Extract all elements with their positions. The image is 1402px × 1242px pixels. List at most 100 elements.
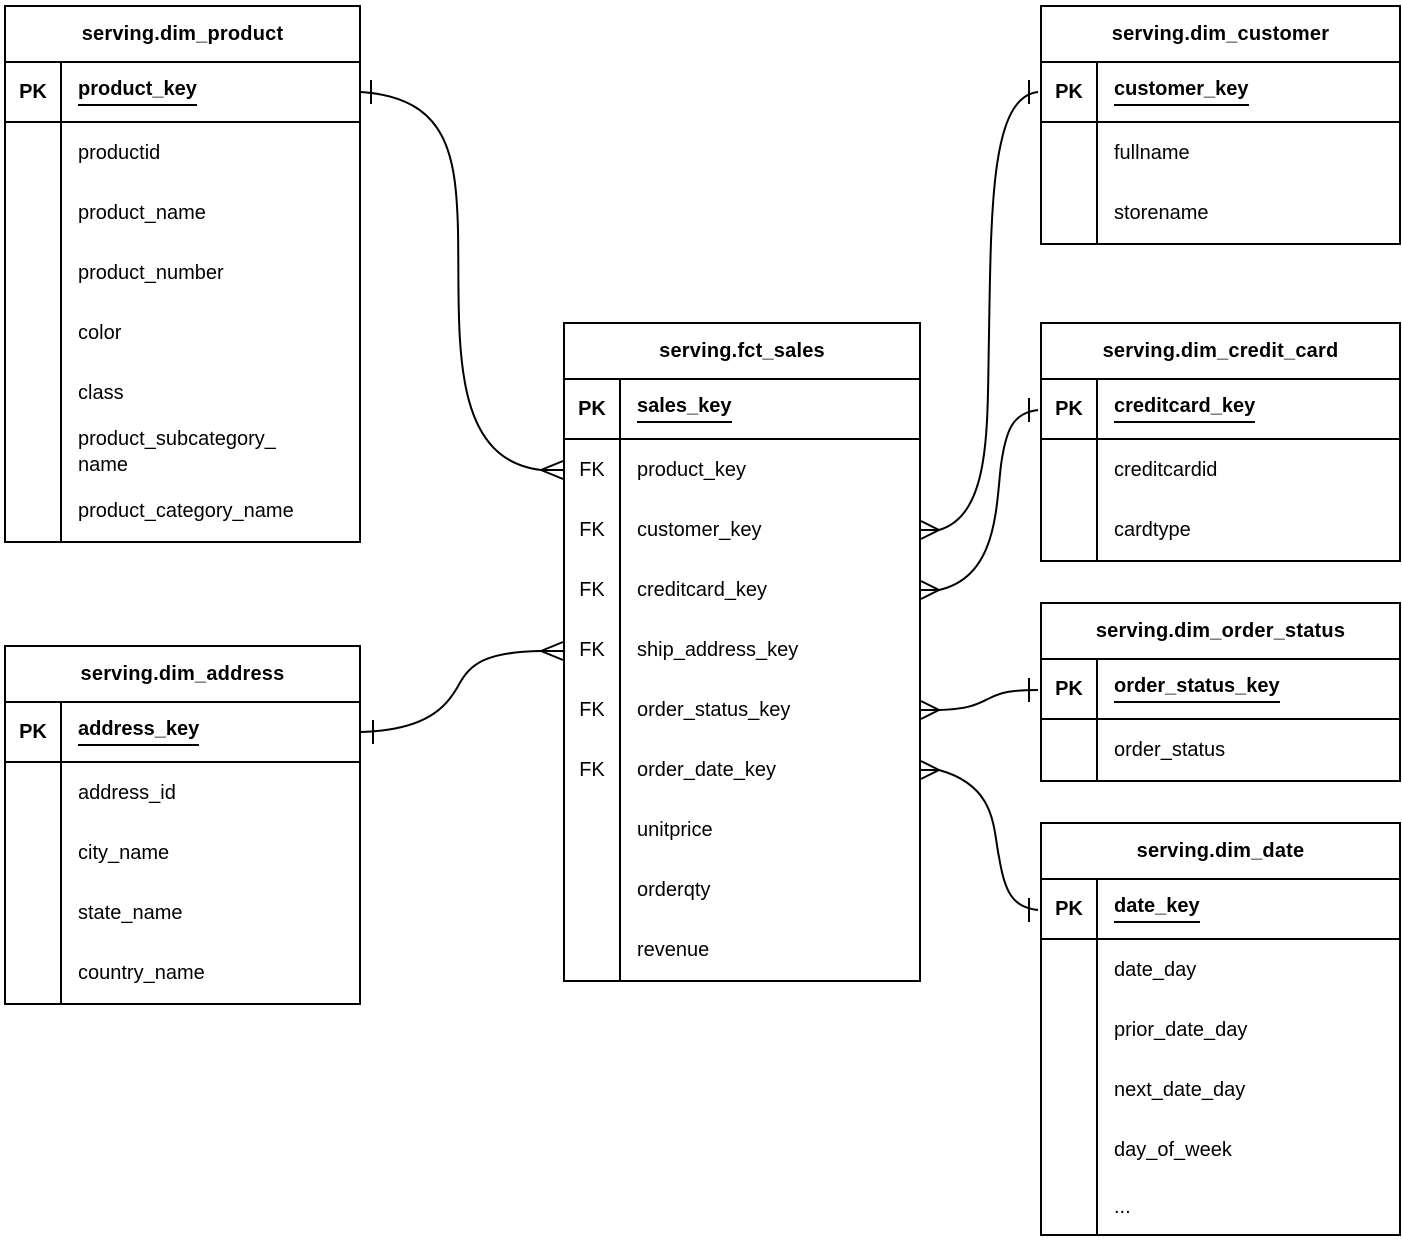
field-row: prior_date_day [1042, 1000, 1399, 1060]
fk-badge: FK [565, 680, 621, 740]
key-cell-empty [565, 800, 621, 860]
fk-badge: FK [565, 740, 621, 800]
relationship-order-status [920, 678, 1039, 720]
entity-table-dim-address: serving.dim_address PK address_key addre… [4, 645, 361, 1005]
relationship-line [360, 91, 542, 471]
fk-row: FK product_key [565, 440, 919, 500]
field-row: date_day [1042, 940, 1399, 1000]
field-name: fullname [1114, 141, 1190, 164]
table-title: serving.dim_product [6, 7, 359, 63]
key-cell-empty [6, 481, 62, 541]
key-cell-empty [1042, 1120, 1098, 1180]
key-cell-empty [6, 183, 62, 243]
field-row: class [6, 363, 359, 423]
fk-field-name: creditcard_key [637, 578, 768, 601]
pk-row: PK date_key [1042, 880, 1399, 940]
relationship-creditcard [920, 398, 1039, 600]
relationship-line [360, 650, 542, 733]
crow-foot-many-marker [540, 460, 564, 480]
fk-field-name: order_date_key [637, 758, 776, 781]
field-row: creditcardid [1042, 440, 1399, 500]
key-cell-empty [6, 823, 62, 883]
pk-field-name: customer_key [1098, 63, 1399, 121]
key-cell-empty [1042, 123, 1098, 183]
field-row: unitprice [565, 800, 919, 860]
field-name: productid [78, 141, 161, 164]
fk-badge: FK [565, 560, 621, 620]
crow-foot-many-marker [920, 520, 940, 540]
relationship-line [938, 689, 1039, 711]
field-row: product_category_name [6, 481, 359, 541]
table-title: serving.fct_sales [565, 324, 919, 380]
table-title: serving.dim_credit_card [1042, 324, 1399, 380]
key-cell-empty [565, 920, 621, 980]
field-name: day_of_week [1114, 1138, 1232, 1161]
key-cell-empty [6, 123, 62, 183]
pk-row: PK product_key [6, 63, 359, 123]
field-name: unitprice [637, 818, 713, 841]
field-name: product_subcategory_ name [78, 428, 276, 476]
crow-foot-many-marker [540, 641, 564, 661]
field-row: product_number [6, 243, 359, 303]
table-title: serving.dim_address [6, 647, 359, 703]
fk-row: FK creditcard_key [565, 560, 919, 620]
field-name: product_category_name [78, 499, 294, 522]
field-name: creditcardid [1114, 458, 1218, 481]
field-row: ... [1042, 1180, 1399, 1234]
fk-row: FK order_date_key [565, 740, 919, 800]
relationship-product [360, 80, 564, 480]
fk-row: FK customer_key [565, 500, 919, 560]
field-name: orderqty [637, 878, 711, 901]
relationship-order-date [920, 760, 1039, 922]
field-name: ... [1114, 1195, 1131, 1218]
fk-row: FK ship_address_key [565, 620, 919, 680]
key-cell-empty [1042, 500, 1098, 560]
field-name: cardtype [1114, 518, 1191, 541]
field-name: city_name [78, 841, 170, 864]
fk-field-name: customer_key [637, 518, 762, 541]
field-row: orderqty [565, 860, 919, 920]
pk-field-name: sales_key [621, 380, 919, 438]
entity-table-dim-customer: serving.dim_customer PK customer_key ful… [1040, 5, 1401, 245]
field-row: order_status [1042, 720, 1399, 780]
pk-field-name: product_key [62, 63, 359, 121]
key-cell-empty [6, 763, 62, 823]
fk-field-name: product_key [637, 458, 746, 481]
crow-foot-many-marker [920, 700, 940, 720]
pk-row: PK sales_key [565, 380, 919, 440]
field-name: product_number [78, 261, 224, 284]
field-row: country_name [6, 943, 359, 1003]
entity-table-dim-date: serving.dim_date PK date_key date_day pr… [1040, 822, 1401, 1236]
field-name: prior_date_day [1114, 1018, 1248, 1041]
key-cell-empty [1042, 1000, 1098, 1060]
entity-table-dim-product: serving.dim_product PK product_key produ… [4, 5, 361, 543]
key-cell-empty [6, 363, 62, 423]
table-title: serving.dim_date [1042, 824, 1399, 880]
field-row: address_id [6, 763, 359, 823]
field-name: product_name [78, 201, 206, 224]
field-name: order_status [1114, 738, 1226, 761]
fk-field-name: ship_address_key [637, 638, 799, 661]
field-name: address_id [78, 781, 176, 804]
field-row: product_name [6, 183, 359, 243]
pk-field-name: address_key [62, 703, 359, 761]
field-name: state_name [78, 901, 183, 924]
field-name: country_name [78, 961, 205, 984]
relationship-line [938, 91, 1039, 531]
pk-row: PK order_status_key [1042, 660, 1399, 720]
pk-row: PK address_key [6, 703, 359, 763]
key-cell-empty [6, 243, 62, 303]
field-name: revenue [637, 938, 710, 961]
field-row: productid [6, 123, 359, 183]
key-cell-empty [6, 883, 62, 943]
field-row: day_of_week [1042, 1120, 1399, 1180]
pk-badge: PK [565, 380, 621, 438]
field-name: date_day [1114, 958, 1197, 981]
entity-table-dim-credit-card: serving.dim_credit_card PK creditcard_ke… [1040, 322, 1401, 562]
key-cell-empty [1042, 1180, 1098, 1234]
crow-foot-many-marker [920, 760, 940, 780]
field-row: color [6, 303, 359, 363]
field-row: storename [1042, 183, 1399, 243]
